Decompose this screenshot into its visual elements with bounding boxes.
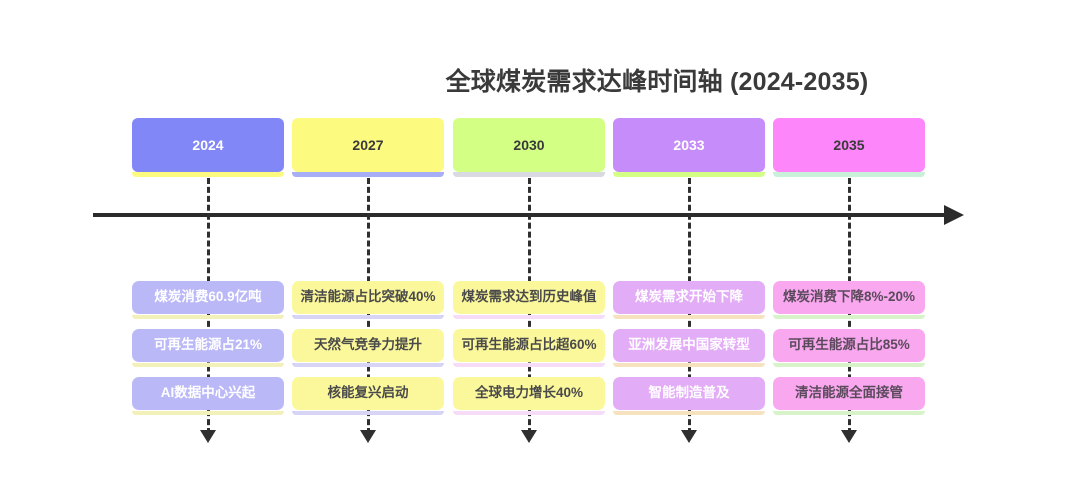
year-box-2033[interactable]: 2033 [613, 118, 765, 172]
event-box[interactable]: 可再生能源占比85% [773, 329, 925, 367]
event-label: 天然气竞争力提升 [314, 337, 422, 353]
year-box-accent [132, 172, 284, 177]
arrow-down-icon [360, 430, 376, 443]
event-list: 煤炭消费下降8%-20% 可再生能源占比85% 清洁能源全面接管 [773, 281, 925, 425]
event-box[interactable]: 煤炭消费下降8%-20% [773, 281, 925, 319]
event-label: 亚洲发展中国家转型 [628, 337, 750, 353]
timeline-arrow-icon [944, 205, 964, 225]
event-box-accent [773, 411, 925, 415]
event-box[interactable]: 煤炭消费60.9亿吨 [132, 281, 284, 319]
event-box[interactable]: 清洁能源全面接管 [773, 377, 925, 415]
event-list: 煤炭需求达到历史峰值可再生能源占比超60% 全球电力增长40% [453, 281, 605, 425]
event-label: 可再生能源占比超60% [461, 337, 597, 353]
event-box-accent [292, 315, 444, 319]
event-box[interactable]: 煤炭需求开始下降 [613, 281, 765, 319]
event-label: 智能制造普及 [648, 385, 730, 401]
event-box-accent [613, 363, 765, 367]
year-box-2024[interactable]: 2024 [132, 118, 284, 172]
arrow-down-icon [841, 430, 857, 443]
year-label: 2035 [833, 137, 865, 153]
year-box-2030[interactable]: 2030 [453, 118, 605, 172]
year-box-accent [613, 172, 765, 177]
year-label: 2033 [673, 137, 705, 153]
event-label: 可再生能源占比85% [788, 337, 910, 353]
event-box-accent [132, 363, 284, 367]
event-box-accent [613, 411, 765, 415]
event-box[interactable]: 可再生能源占21% [132, 329, 284, 367]
event-list: 煤炭需求开始下降亚洲发展中国家转型智能制造普及 [613, 281, 765, 425]
event-box-accent [773, 363, 925, 367]
event-box[interactable]: 全球电力增长40% [453, 377, 605, 415]
event-label: 可再生能源占21% [153, 337, 263, 353]
event-label: 全球电力增长40% [474, 385, 584, 401]
event-box-accent [292, 411, 444, 415]
event-label: 煤炭消费下降8%-20% [782, 289, 916, 305]
event-list: 煤炭消费60.9亿吨可再生能源占21% AI数据中心兴起 [132, 281, 284, 425]
timeline-axis-line [93, 213, 951, 217]
event-box-accent [613, 315, 765, 319]
year-box-accent [453, 172, 605, 177]
event-label: 核能复兴启动 [327, 385, 409, 401]
event-box[interactable]: AI数据中心兴起 [132, 377, 284, 415]
event-box-accent [453, 411, 605, 415]
event-label: 清洁能源全面接管 [795, 385, 903, 401]
event-box-accent [453, 363, 605, 367]
event-box[interactable]: 煤炭需求达到历史峰值 [453, 281, 605, 319]
event-box[interactable]: 清洁能源占比突破40% [292, 281, 444, 319]
event-box[interactable]: 亚洲发展中国家转型 [613, 329, 765, 367]
event-box-accent [132, 411, 284, 415]
year-box-2035[interactable]: 2035 [773, 118, 925, 172]
year-label: 2030 [513, 137, 545, 153]
event-list: 清洁能源占比突破40% 天然气竞争力提升核能复兴启动 [292, 281, 444, 425]
timeline-axis [93, 205, 968, 225]
year-box-accent [292, 172, 444, 177]
event-label: 煤炭需求开始下降 [635, 289, 743, 305]
event-label: 清洁能源占比突破40% [300, 289, 436, 305]
event-label: 煤炭消费60.9亿吨 [154, 289, 262, 305]
event-box[interactable]: 可再生能源占比超60% [453, 329, 605, 367]
arrow-down-icon [200, 430, 216, 443]
year-box-accent [773, 172, 925, 177]
event-label: AI数据中心兴起 [160, 385, 256, 401]
event-label: 煤炭需求达到历史峰值 [461, 289, 597, 305]
event-box-accent [292, 363, 444, 367]
arrow-down-icon [681, 430, 697, 443]
arrow-down-icon [521, 430, 537, 443]
event-box[interactable]: 核能复兴启动 [292, 377, 444, 415]
event-box[interactable]: 天然气竞争力提升 [292, 329, 444, 367]
event-box-accent [773, 315, 925, 319]
page-title: 全球煤炭需求达峰时间轴 (2024-2035) [445, 68, 869, 96]
year-label: 2024 [192, 137, 224, 153]
event-box[interactable]: 智能制造普及 [613, 377, 765, 415]
year-box-2027[interactable]: 2027 [292, 118, 444, 172]
event-box-accent [453, 315, 605, 319]
year-label: 2027 [352, 137, 384, 153]
event-box-accent [132, 315, 284, 319]
